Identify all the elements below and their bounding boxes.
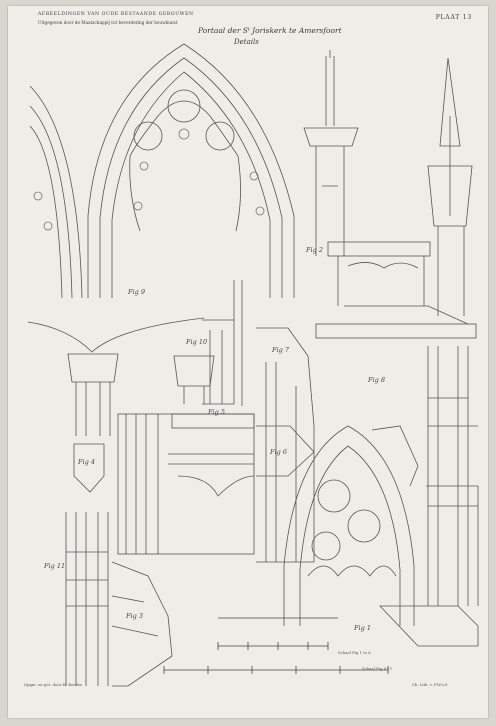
fig10-capital-drawing (27, 280, 243, 436)
scale-label-a: Schaal Fig 1 to 6 (338, 650, 371, 655)
fig11-label: Fig 11 (44, 562, 66, 570)
plate-sheet: AFBEELDINGEN VAN OUDE BESTAANDE GEBOUWEN… (8, 6, 488, 718)
plate-subtitle: Details (234, 38, 259, 46)
draftsman-credit: Opgm. en get. door H. Boerke (24, 682, 82, 687)
fig9-label: Fig 9 (128, 288, 145, 296)
scale-bars (163, 617, 389, 674)
plate-title: Portaal der Sᵗ Joriskerk te Amersfoort (198, 26, 342, 35)
architectural-drawing (27, 43, 479, 687)
fig11-fig3-drawing (65, 512, 173, 687)
series-title: AFBEELDINGEN VAN OUDE BESTAANDE GEBOUWEN (38, 12, 194, 17)
fig6-label: Fig 6 (270, 448, 287, 456)
fig9-arch-drawing (29, 43, 295, 299)
fig7-label: Fig 7 (272, 346, 289, 354)
fig3-label: Fig 3 (126, 612, 143, 620)
printer-credit: Ch. Lith. v. P.W.v.d. (412, 682, 448, 687)
fig2-label: Fig 2 (306, 246, 323, 254)
fig1-tracery-drawing (283, 425, 479, 647)
fig5-moulding-drawing (117, 413, 255, 555)
plate-number: PLAAT 13 (435, 14, 472, 21)
fig7-profile-drawing (256, 327, 315, 563)
scale-label-b: Schaal Fig 6-11 (362, 666, 393, 671)
fig8-canopy-drawing (315, 241, 479, 606)
publisher-line: Uitgegeven door de Maatschappij tot bevo… (38, 20, 178, 25)
fig1-label: Fig 1 (354, 624, 371, 632)
fig4-label: Fig 4 (78, 458, 95, 466)
spire-drawings (303, 50, 473, 316)
fig4-profile-drawing (73, 443, 105, 493)
fig5-label: Fig 5 (208, 408, 225, 416)
fig8-label: Fig 8 (368, 376, 385, 384)
fig10-label: Fig 10 (186, 338, 208, 346)
